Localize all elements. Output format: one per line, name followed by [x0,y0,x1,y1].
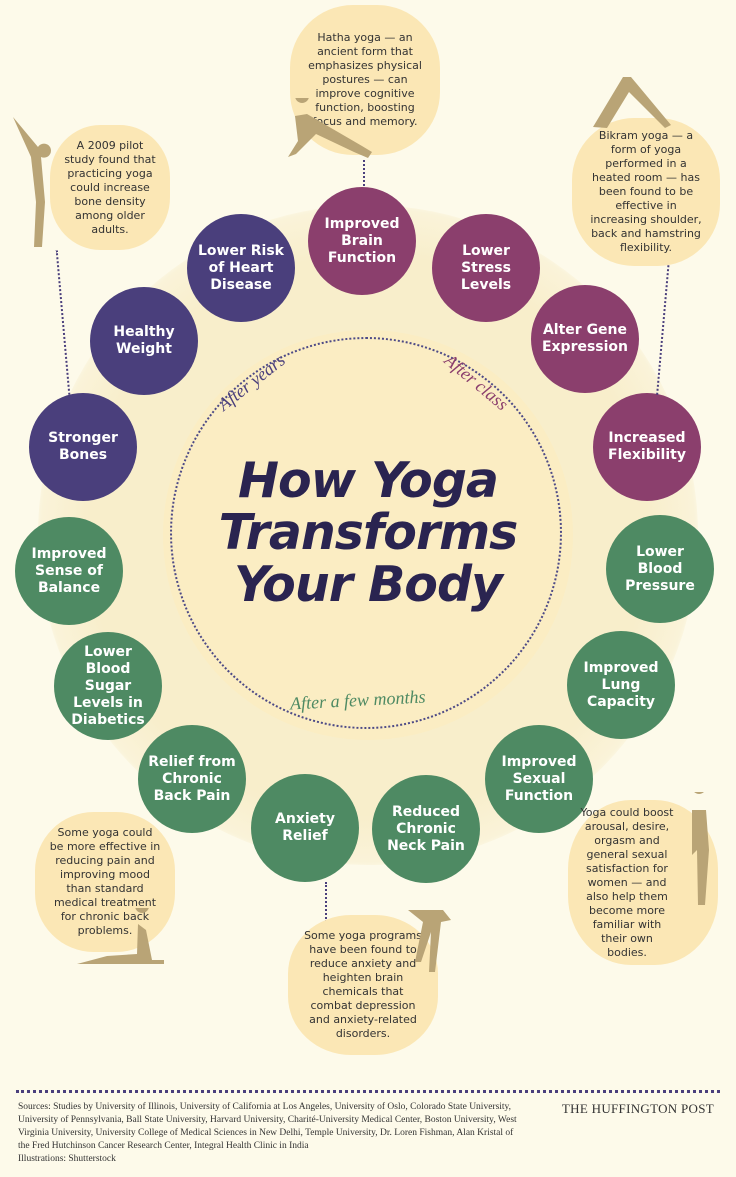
connector [55,250,71,395]
yoga-figure-plank-icon [288,98,372,158]
connector [325,882,327,922]
benefit-circle: Increased Flexibility [593,393,701,501]
yoga-figure-cobra-icon [77,908,164,964]
callout-bikram: Bikram yoga — a form of yoga performed i… [572,118,720,266]
benefit-circle: Stronger Bones [29,393,137,501]
connector [656,260,670,395]
yoga-figure-forward-bend-icon [408,910,451,972]
benefit-circle: Healthy Weight [90,287,198,395]
benefit-circle: Lower Stress Levels [432,214,540,322]
yoga-figure-downdog-icon [593,77,671,128]
benefit-circle: Improved Brain Function [308,187,416,295]
benefit-circle: Lower Blood Pressure [606,515,714,623]
yoga-figure-stretch-icon [13,117,51,247]
callout-back: Some yoga could be more effective in red… [35,812,175,952]
title-line: Transforms [218,504,519,561]
sources-text: Sources: Studies by University of Illino… [18,1102,517,1151]
benefit-circle: Anxiety Relief [251,774,359,882]
title-line: Your Body [234,556,503,613]
yoga-figure-standing-icon [692,792,709,905]
page-title: How Yoga Transforms Your Body [163,455,573,611]
benefit-circle: Improved Sexual Function [485,725,593,833]
benefit-circle: Alter Gene Expression [531,285,639,393]
footer-divider [16,1090,720,1093]
illustrations-credit: Illustrations: Shutterstock [18,1154,116,1164]
callout-anxiety: Some yoga programs have been found to re… [288,915,438,1055]
benefit-circle: Lower Risk of Heart Disease [187,214,295,322]
title-line: How Yoga [238,452,499,509]
brand-logo: THE HUFFINGTON POST [561,1101,714,1116]
benefit-circle: Improved Lung Capacity [567,631,675,739]
connector [363,160,365,186]
callout-bones: A 2009 pilot study found that practicing… [50,125,170,250]
benefit-circle: Reduced Chronic Neck Pain [372,775,480,883]
benefit-circle: Relief from Chronic Back Pain [138,725,246,833]
footer-sources: Sources: Studies by University of Illino… [18,1101,518,1166]
benefit-circle: Lower Blood Sugar Levels in Diabetics [54,632,162,740]
benefit-circle: Improved Sense of Balance [15,517,123,625]
dotted-ring [170,337,562,729]
